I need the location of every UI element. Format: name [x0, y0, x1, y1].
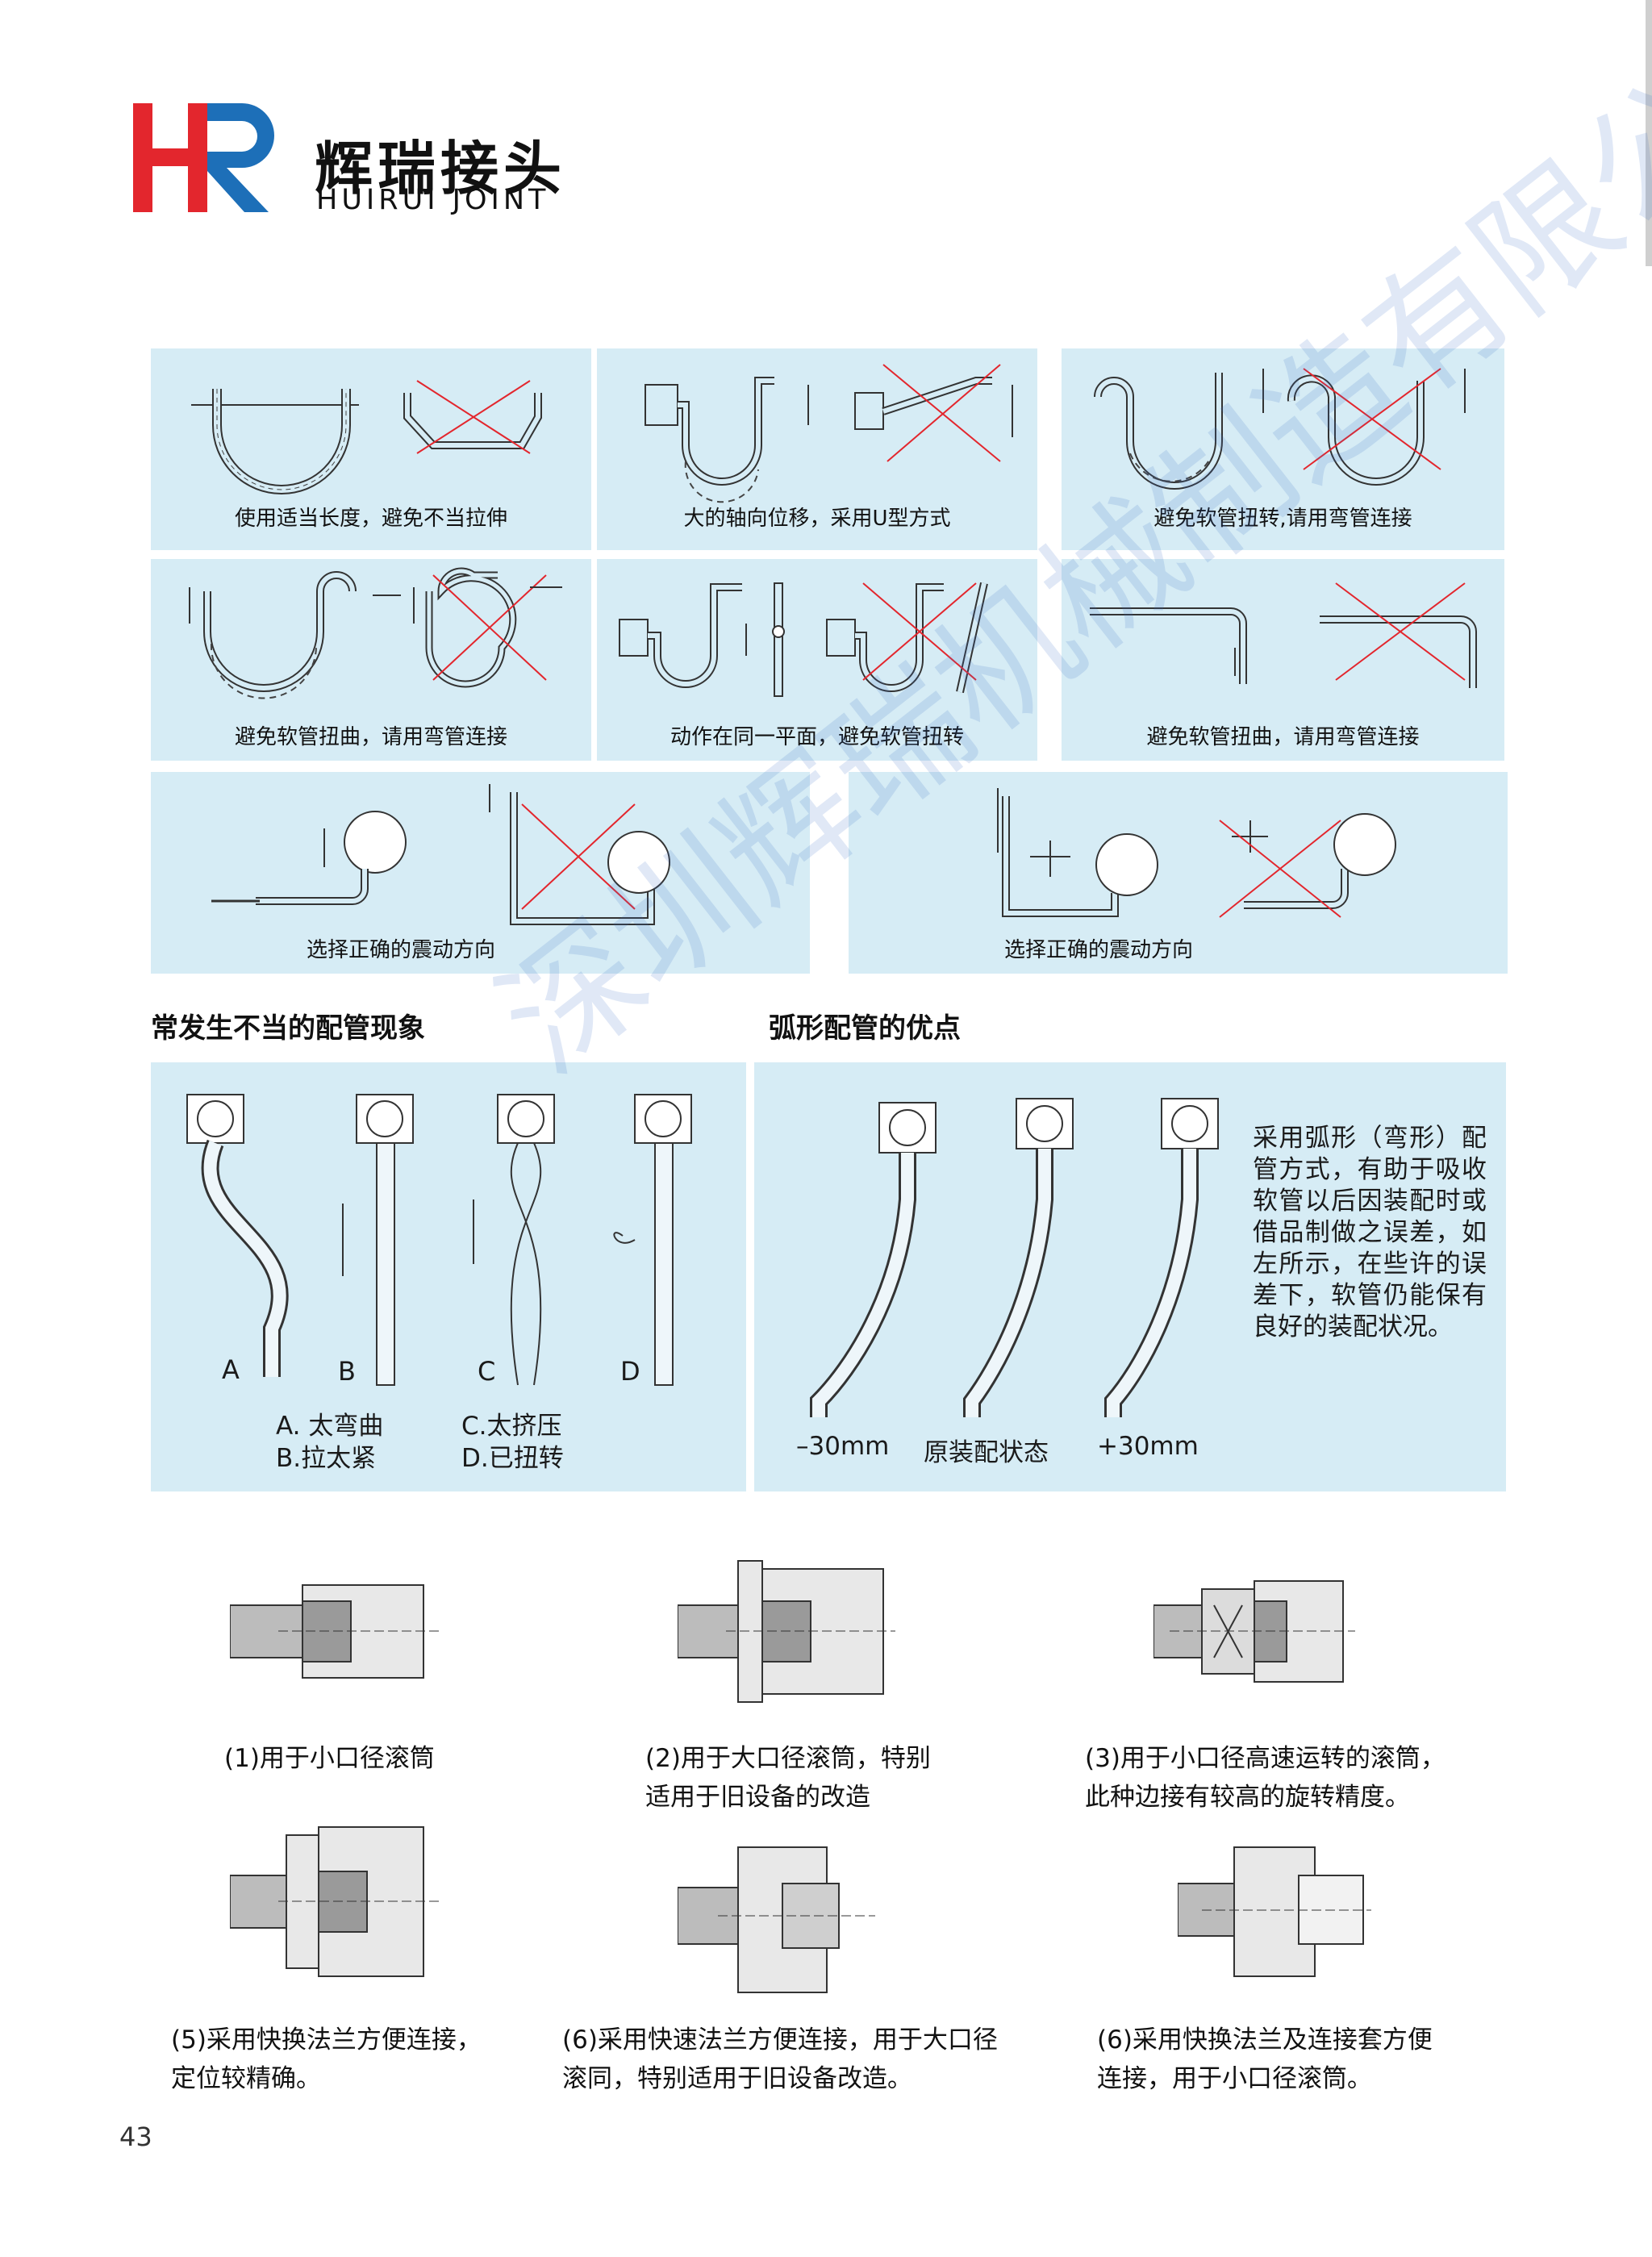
section-title-improper-piping: 常发生不当的配管现象: [151, 1012, 425, 1045]
hose-length-diagram: [191, 380, 542, 494]
arc-piping-panel: –30mm 原装配状态 +30mm 采用弧形（弯形）配管方式，有助于吸收软管以后…: [754, 1062, 1506, 1491]
fitting-drawing-3: [1153, 1573, 1363, 1690]
company-logo: [133, 103, 274, 212]
diagram-panel-3: 避免软管扭转,请用弯管连接: [1062, 348, 1504, 550]
improper-letter-d: D: [620, 1356, 640, 1387]
improper-legend-c: C.太挤压: [461, 1412, 562, 1441]
fitting-caption-2: (2)用于大口径滚筒，特别 适用于旧设备的改造: [645, 1744, 931, 1812]
fitting-caption-6a: (6)采用快速法兰方便连接，用于大口径 滚同，特别适用于旧设备改造。: [562, 2025, 998, 2093]
diagram-panel-6: 避免软管扭曲，请用弯管连接: [1062, 559, 1504, 761]
twist-avoid-diagram-3: [1090, 582, 1477, 688]
diagram-panel-4: 避免软管扭曲，请用弯管连接: [151, 559, 591, 761]
fitting-drawing-6b: [1177, 1831, 1379, 1992]
page-number: 43: [119, 2121, 152, 2152]
arc-label-plus: +30mm: [1097, 1432, 1199, 1461]
fitting-drawing-1: [229, 1569, 456, 1694]
improper-legend-b: B.拉太紧: [276, 1444, 377, 1473]
diagram-caption-3: 避免软管扭转,请用弯管连接: [1153, 507, 1412, 531]
diagram-panel-2: 大的轴向位移，采用U型方式: [597, 348, 1037, 550]
arc-label-original: 原装配状态: [924, 1438, 1049, 1467]
diagram-panel-1: 使用适当长度，避免不当拉伸: [151, 348, 591, 550]
arc-description: 采用弧形（弯形）配管方式，有助于吸收软管以后因装配时或借品制做之误差，如左所示，…: [1253, 1124, 1487, 1341]
diagram-caption-5: 动作在同一平面，避免软管扭转: [670, 725, 964, 749]
improper-letter-a: A: [222, 1354, 240, 1385]
page-edge-strip: [1646, 0, 1652, 266]
fitting-caption-3: (3)用于小口径高速运转的滚筒， 此种边接有较高的旋转精度。: [1085, 1744, 1446, 1812]
same-plane-diagram: [619, 582, 988, 697]
fitting-drawing-2: [677, 1549, 903, 1710]
twist-avoid-diagram-1: [1094, 368, 1466, 490]
fitting-caption-1: (1)用于小口径滚筒: [224, 1744, 435, 1773]
vibration-direction-diagram-2: [997, 788, 1396, 918]
improper-legend-d: D.已扭转: [461, 1444, 564, 1473]
arc-piping-diagram: [810, 1098, 1219, 1417]
twist-avoid-diagram-2: [189, 567, 562, 699]
company-name-cn: 辉瑞接头: [315, 135, 567, 202]
diagram-panel-7: 选择正确的震动方向: [151, 772, 810, 974]
diagram-caption-1: 使用适当长度，避免不当拉伸: [234, 507, 507, 531]
fitting-caption-5: (5)采用快换法兰方便连接， 定位较精确。: [171, 2025, 482, 2093]
improper-letter-b: B: [338, 1356, 356, 1387]
diagram-caption-7: 选择正确的震动方向: [306, 938, 495, 962]
fitting-drawing-6a: [677, 1835, 887, 2005]
fitting-drawing-5: [229, 1819, 456, 1980]
improper-legend-a: A. 太弯曲: [276, 1412, 384, 1441]
diagram-panel-8: 选择正确的震动方向: [849, 772, 1508, 974]
vibration-direction-diagram-1: [211, 784, 670, 925]
improper-piping-diagram: [186, 1094, 692, 1386]
diagram-caption-8: 选择正确的震动方向: [1003, 938, 1193, 962]
u-shape-axial-diagram: [645, 364, 1013, 503]
section-title-arc-piping: 弧形配管的优点: [769, 1012, 961, 1045]
diagram-caption-4: 避免软管扭曲，请用弯管连接: [234, 725, 507, 749]
improper-letter-c: C: [478, 1356, 496, 1387]
company-name-en: HUIRUI JOINT: [316, 184, 550, 216]
diagram-panel-5: 动作在同一平面，避免软管扭转: [597, 559, 1037, 761]
diagram-caption-2: 大的轴向位移，采用U型方式: [683, 507, 951, 531]
diagram-caption-6: 避免软管扭曲，请用弯管连接: [1146, 725, 1420, 749]
improper-piping-panel: A B C D A. 太弯曲 B.拉太紧 C.太挤压 D.已扭转: [151, 1062, 746, 1491]
fitting-caption-6b: (6)采用快换法兰及连接套方便 连接，用于小口径滚筒。: [1097, 2025, 1433, 2093]
arc-label-minus: –30mm: [796, 1432, 890, 1461]
